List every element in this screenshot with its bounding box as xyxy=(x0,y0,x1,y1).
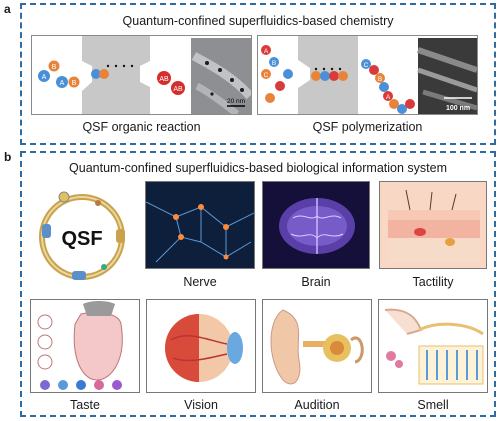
panel-b-title: Quantum-confined superfluidics-based bio… xyxy=(69,161,447,175)
panel-a-frame: Quantum-confined superfluidics-based che… xyxy=(20,3,496,145)
taste-image xyxy=(30,299,140,393)
nerve-label: Nerve xyxy=(183,275,217,289)
polymerization-diagram: A B C xyxy=(261,36,477,114)
smell-image xyxy=(378,299,488,393)
panel-b-frame: Quantum-confined superfluidics-based bio… xyxy=(20,151,496,417)
poly-chain-a-label: A xyxy=(386,94,391,101)
organic-reaction-diagram: A B A B AB AB 20 nm xyxy=(38,36,251,114)
organic-reaction-figure: A B A B AB AB 20 nm xyxy=(31,35,252,115)
polymerization-caption: QSF polymerization xyxy=(312,120,423,134)
sem-scale-bar-right: 100 nm xyxy=(446,105,470,112)
mol-b1-label: B xyxy=(52,64,57,71)
audition-label: Audition xyxy=(294,398,340,412)
taste-label: Taste xyxy=(70,398,100,412)
panel-a-label: a xyxy=(4,2,11,16)
panel-b-label: b xyxy=(4,150,12,164)
audition-image xyxy=(262,299,372,393)
poly-chain-b-label: B xyxy=(378,76,382,83)
nerve-image xyxy=(145,181,255,269)
mol-ab2-label: AB xyxy=(173,86,183,93)
poly-mol-b-label: B xyxy=(272,60,276,67)
organic-reaction-caption: QSF organic reaction xyxy=(82,120,201,134)
smell-label: Smell xyxy=(417,398,449,412)
tactility-label: Tactility xyxy=(412,275,454,289)
polymerization-figure: A B C xyxy=(257,35,478,115)
mol-b2-label: B xyxy=(72,80,77,87)
qsf-cell-figure: QSF xyxy=(28,179,134,285)
poly-chain-c-label: C xyxy=(364,62,369,69)
brain-image xyxy=(262,181,370,269)
poly-mol-c-label: C xyxy=(264,72,269,79)
mol-a1-label: A xyxy=(42,74,47,81)
panel-a-title: Quantum-confined superfluidics-based che… xyxy=(122,14,394,28)
mol-a2-label: A xyxy=(60,80,65,87)
tactility-image xyxy=(379,181,487,269)
qsf-cell-text: QSF xyxy=(61,228,102,250)
poly-mol-a-label: A xyxy=(264,48,269,55)
brain-label: Brain xyxy=(301,275,331,289)
vision-label: Vision xyxy=(184,398,218,412)
tem-scale-bar-left: 20 nm xyxy=(227,98,245,105)
mol-ab1-label: AB xyxy=(159,76,169,83)
vision-image xyxy=(146,299,256,393)
